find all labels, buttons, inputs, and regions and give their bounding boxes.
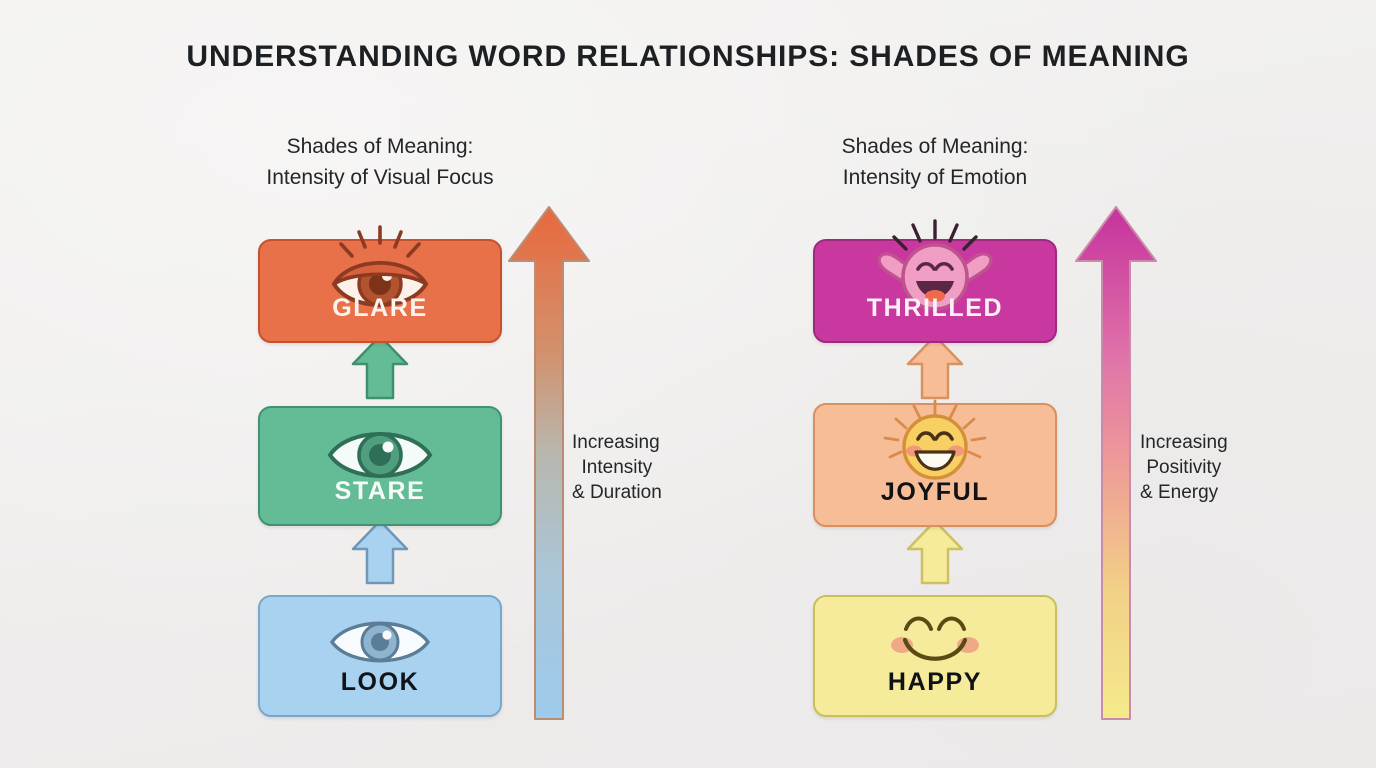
beaming-sun-face-icon	[815, 399, 1055, 483]
word-label-joyful: JOYFUL	[880, 478, 990, 506]
column-header-line1: Shades of Meaning:	[841, 135, 1029, 158]
word-box-thrilled[interactable]: THRILLED	[813, 219, 1057, 343]
word-box-glare[interactable]: GLARE	[258, 225, 502, 343]
connector-arrow-look-to-stare	[351, 519, 409, 585]
connector-arrow-stare-to-glare	[351, 334, 409, 400]
word-label-stare: STARE	[334, 477, 426, 505]
word-box-stare[interactable]: STARE	[258, 406, 502, 526]
smiling-face-icon	[815, 605, 1055, 673]
axis-label-line2: Intensity	[581, 457, 653, 478]
column-header-line2: Intensity of Emotion	[842, 166, 1028, 189]
column-header-visual-focus: Shades of Meaning: Intensity of Visual F…	[180, 131, 580, 193]
axis-label-visual-focus: Increasing Intensity & Duration	[572, 430, 662, 505]
word-box-happy[interactable]: HAPPY	[813, 595, 1057, 717]
word-label-glare: GLARE	[332, 294, 428, 322]
column-header-emotion: Shades of Meaning: Intensity of Emotion	[735, 131, 1135, 193]
connector-arrow-joyful-to-thrilled	[906, 334, 964, 400]
connector-arrow-happy-to-joyful	[906, 519, 964, 585]
column-header-line1: Shades of Meaning:	[286, 135, 474, 158]
axis-label-line2: Positivity	[1146, 457, 1222, 478]
axis-label-line3: & Duration	[572, 482, 662, 503]
word-label-look: LOOK	[340, 668, 420, 696]
intensity-gradient-arrow-emotion	[1075, 206, 1157, 720]
axis-label-line3: & Energy	[1140, 482, 1219, 503]
column-header-line2: Intensity of Visual Focus	[266, 166, 494, 189]
word-label-thrilled: THRILLED	[866, 294, 1004, 322]
word-box-joyful[interactable]: JOYFUL	[813, 399, 1057, 527]
axis-label-emotion: Increasing Positivity & Energy	[1140, 430, 1228, 505]
page-title: UNDERSTANDING WORD RELATIONSHIPS: SHADES…	[186, 40, 1190, 73]
soft-eye-icon	[260, 603, 500, 673]
word-label-happy: HAPPY	[887, 668, 983, 696]
axis-label-line1: Increasing	[1140, 432, 1228, 453]
intensity-gradient-arrow-visual-focus	[508, 206, 590, 720]
word-box-look[interactable]: LOOK	[258, 595, 502, 717]
axis-label-line1: Increasing	[572, 432, 660, 453]
